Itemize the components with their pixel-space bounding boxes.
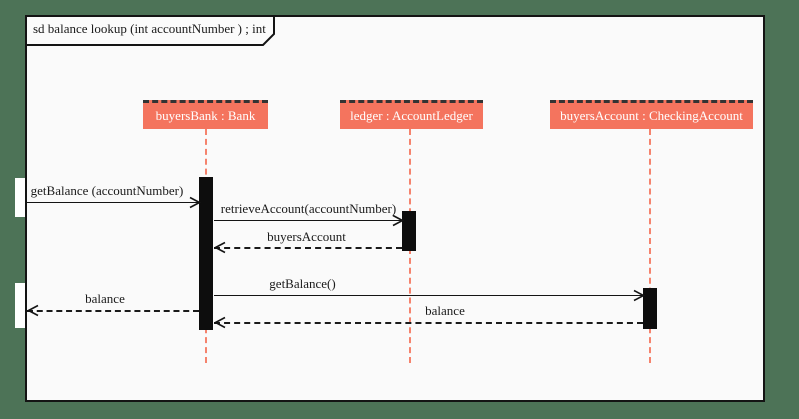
gate-marker-top: [15, 178, 25, 217]
activation-bar-buyersaccount: [643, 288, 657, 329]
message-line: [214, 247, 402, 249]
activation-bar-buyersbank: [199, 177, 213, 330]
lifeline-header-label: ledger : AccountLedger: [350, 108, 473, 123]
message-label: getBalance (accountNumber): [30, 183, 184, 198]
arrowhead-right-icon: [633, 289, 645, 302]
gate-marker-bottom: [15, 283, 25, 328]
lifeline-header-buyersaccount: buyersAccount : CheckingAccount: [550, 100, 753, 129]
lifeline-header-buyersbank: buyersBank : Bank: [143, 100, 268, 129]
lifeline-header-label: buyersAccount : CheckingAccount: [560, 108, 743, 123]
arrowhead-left-icon: [27, 304, 39, 317]
arrowhead-left-icon: [214, 316, 226, 329]
message-line: [27, 202, 199, 203]
lifeline-buyersaccount: [649, 129, 651, 363]
message-label: buyersAccount: [267, 229, 346, 244]
diagram-frame: [25, 15, 765, 402]
arrowhead-left-icon: [214, 241, 226, 254]
message-label: getBalance(): [269, 276, 336, 291]
lifeline-header-label: buyersBank : Bank: [155, 108, 256, 123]
message-line: [214, 295, 644, 296]
message-label: retrieveAccount(accountNumber): [220, 201, 397, 216]
message-label: balance: [85, 291, 125, 306]
lifeline-header-ledger: ledger : AccountLedger: [340, 100, 483, 129]
message-label: balance: [425, 303, 465, 318]
arrowhead-right-icon: [189, 196, 201, 209]
arrowhead-right-icon: [392, 214, 404, 227]
frame-label-pentagon: [25, 15, 275, 46]
frame-title: sd balance lookup (int accountNumber ) ;…: [33, 21, 266, 36]
message-line: [27, 310, 199, 312]
message-line: [214, 220, 403, 221]
message-line: [214, 322, 643, 324]
activation-bar-ledger: [402, 211, 416, 251]
